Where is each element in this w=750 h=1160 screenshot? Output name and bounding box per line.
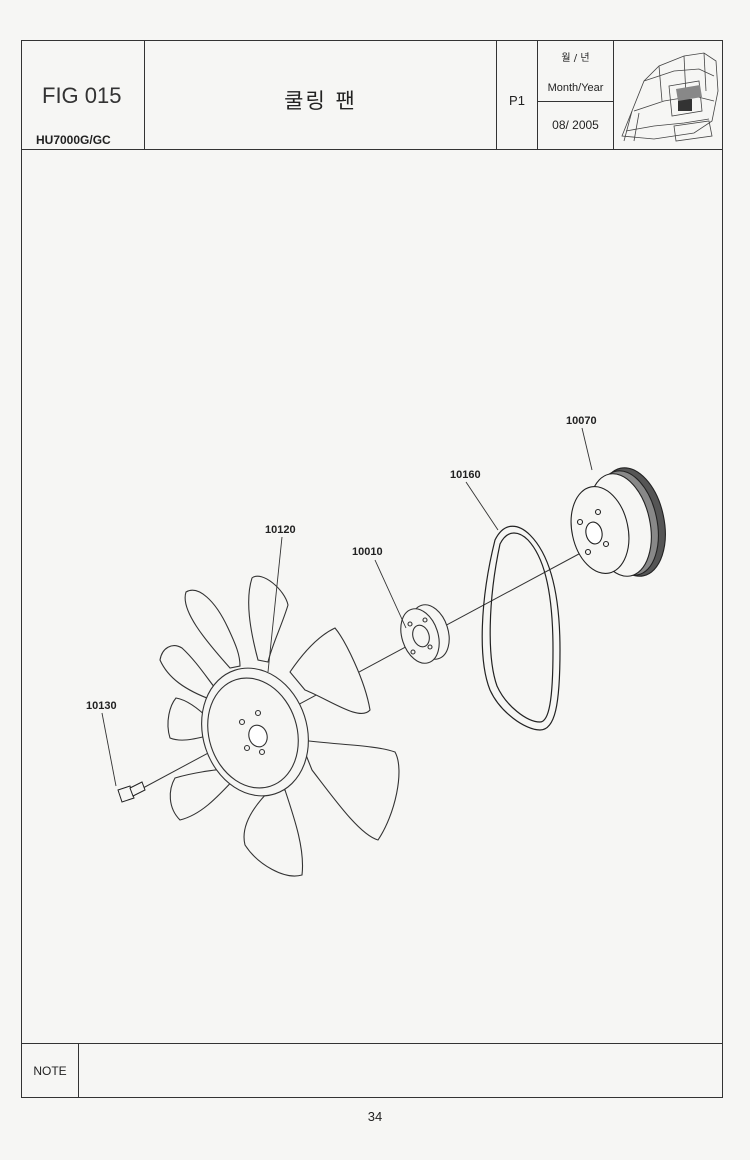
exploded-parts-diagram: 10070 10160 10120 10010 10130 xyxy=(86,415,666,877)
part-callout-10070: 10070 xyxy=(566,415,597,427)
figure-number: FIG 015 xyxy=(42,83,122,108)
fan-bolt xyxy=(117,781,146,803)
harvester-illustration xyxy=(621,52,719,142)
date-label-korean: 월 / 년 xyxy=(561,53,590,64)
page-cell: P1 xyxy=(497,41,538,149)
title-block: FIG 015 HU7000G/GC 쿨링 팬 P1 월 / 년 Month/Y… xyxy=(22,41,722,150)
figure-cell: FIG 015 HU7000G/GC xyxy=(22,41,145,149)
part-callout-10120: 10120 xyxy=(265,524,296,536)
callout-leaders xyxy=(101,427,593,787)
part-callout-10010: 10010 xyxy=(352,546,383,558)
part-callout-10130: 10130 xyxy=(86,700,117,712)
cooling-fan xyxy=(159,575,400,877)
model-number: HU7000G/GC xyxy=(36,133,111,147)
drawing-frame: FIG 015 HU7000G/GC 쿨링 팬 P1 월 / 년 Month/Y… xyxy=(21,40,723,1098)
page-title: 쿨링 팬 xyxy=(284,89,357,113)
date-divider xyxy=(538,101,613,102)
fan-pulley xyxy=(570,467,666,577)
date-value: 08/ 2005 xyxy=(552,118,599,132)
note-label: NOTE xyxy=(22,1044,79,1097)
date-label: Month/Year xyxy=(547,82,604,94)
title-cell: 쿨링 팬 xyxy=(145,41,497,149)
v-belt xyxy=(481,525,561,731)
note-row: NOTE xyxy=(22,1043,722,1097)
machine-thumbnail-cell xyxy=(614,41,723,149)
page-number: 34 xyxy=(367,1109,383,1124)
part-callout-10160: 10160 xyxy=(450,469,481,481)
date-cell: 월 / 년 Month/Year 08/ 2005 xyxy=(538,41,614,149)
assembly-axis-line xyxy=(129,547,591,796)
page-code: P1 xyxy=(509,93,525,108)
fan-spacer xyxy=(400,604,450,664)
